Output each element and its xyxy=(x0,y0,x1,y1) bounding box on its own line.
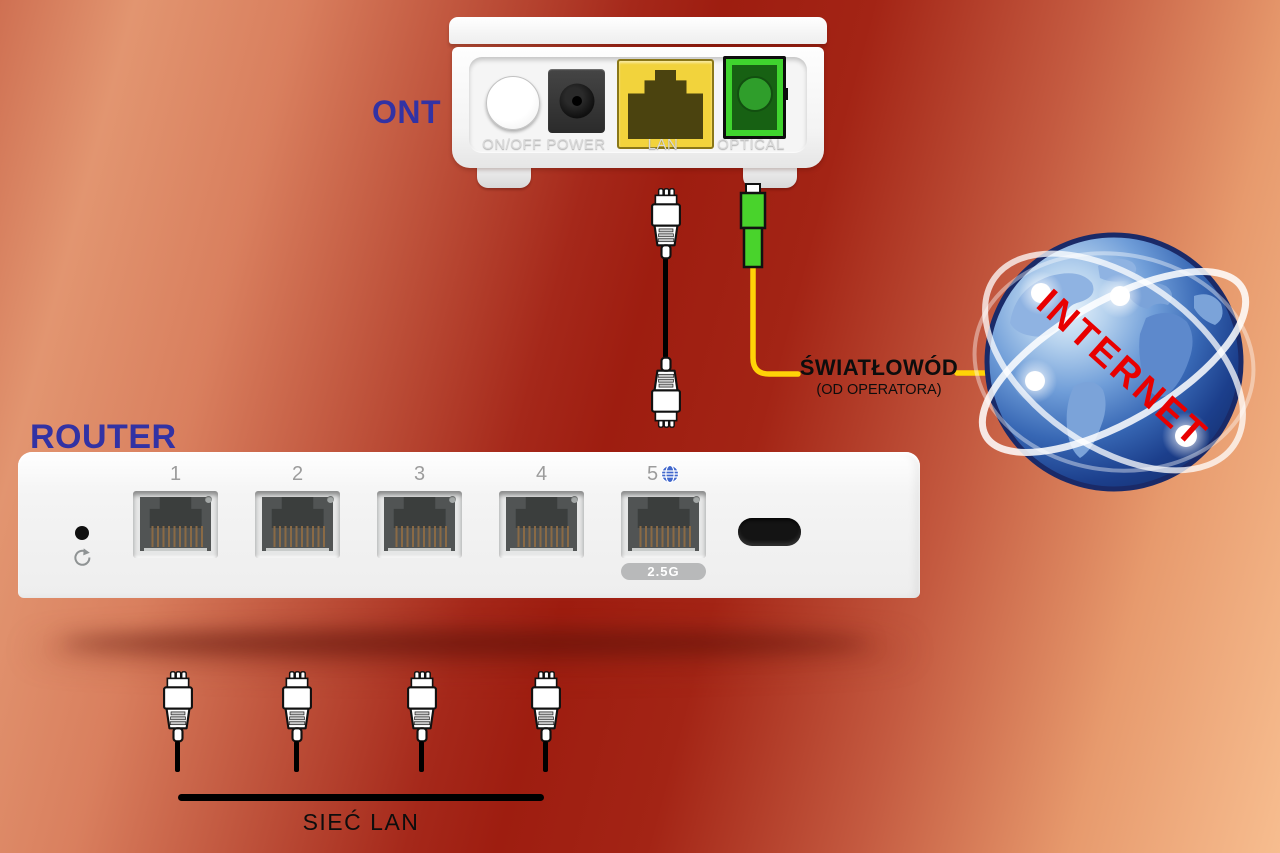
ethernet-patch-cable xyxy=(663,256,668,358)
ont-port-label-power: POWER xyxy=(546,136,606,153)
rj45-plug-icon xyxy=(528,671,564,743)
port-led-icon xyxy=(327,496,334,503)
on-off-button xyxy=(486,76,540,130)
router-shadow xyxy=(60,631,870,655)
lan-cable xyxy=(175,741,180,772)
router-base xyxy=(24,597,912,640)
lan-cable xyxy=(294,741,299,772)
rj45-plug-icon xyxy=(279,671,315,743)
ethernet-port-4 xyxy=(499,491,584,558)
lan-port xyxy=(617,59,714,149)
lan-bus-line xyxy=(178,794,544,801)
ont-lid xyxy=(449,17,827,44)
port-number-2: 2 xyxy=(291,462,304,485)
sc-apc-connector-icon xyxy=(739,183,767,269)
port-number-3: 3 xyxy=(413,462,426,485)
fiber-label: ŚWIATŁOWÓD (OD OPERATORA) xyxy=(797,355,961,398)
rj45-plug-icon xyxy=(160,671,196,743)
fiber-label-subtitle: (OD OPERATORA) xyxy=(816,382,942,398)
port-number-1: 1 xyxy=(169,462,182,485)
port-jack xyxy=(628,497,699,551)
speed-badge: 2.5G xyxy=(621,563,706,580)
ethernet-port-1 xyxy=(133,491,218,558)
internet-globe: INTERNET xyxy=(972,232,1256,492)
ethernet-port-2 xyxy=(255,491,340,558)
power-jack xyxy=(548,69,605,133)
rj45-plug-icon xyxy=(648,356,684,428)
port-jack xyxy=(384,497,455,551)
wan-globe-icon xyxy=(660,464,680,484)
fiber-label-title: ŚWIATŁOWÓD xyxy=(799,355,959,380)
port-jack xyxy=(140,497,211,551)
router-label: ROUTER xyxy=(30,418,177,456)
rj45-plug-icon xyxy=(404,671,440,743)
ethernet-port-5-wan xyxy=(621,491,706,558)
optical-ferrule xyxy=(736,76,773,113)
port-jack xyxy=(262,497,333,551)
port-led-icon xyxy=(571,496,578,503)
rj45-plug-icon xyxy=(648,188,684,260)
reset-pinhole xyxy=(75,526,89,540)
port-led-icon xyxy=(205,496,212,503)
power-jack-pin xyxy=(571,96,582,106)
ethernet-port-3 xyxy=(377,491,462,558)
port-number-5: 5 xyxy=(621,462,706,486)
port-jack xyxy=(506,497,577,551)
lan-cable xyxy=(543,741,548,772)
port-led-icon xyxy=(449,496,456,503)
usb-c-port xyxy=(738,518,801,546)
port-number-4: 4 xyxy=(535,462,548,485)
optical-port xyxy=(723,56,788,139)
ont-label: ONT xyxy=(372,94,442,130)
lan-cable xyxy=(419,741,424,772)
globe-glow-nodes xyxy=(1013,271,1210,460)
globe-orbit-arcs xyxy=(972,250,1256,474)
ont-port-label-optical: OPTICAL xyxy=(717,136,785,153)
port-led-icon xyxy=(693,496,700,503)
lan-network-label: SIEĆ LAN xyxy=(302,809,420,835)
ont-port-label-onoff: ON/OFF xyxy=(482,136,542,153)
optical-port-notch xyxy=(783,88,788,101)
reset-icon xyxy=(74,548,91,566)
ont-port-label-lan: LAN xyxy=(647,136,679,153)
